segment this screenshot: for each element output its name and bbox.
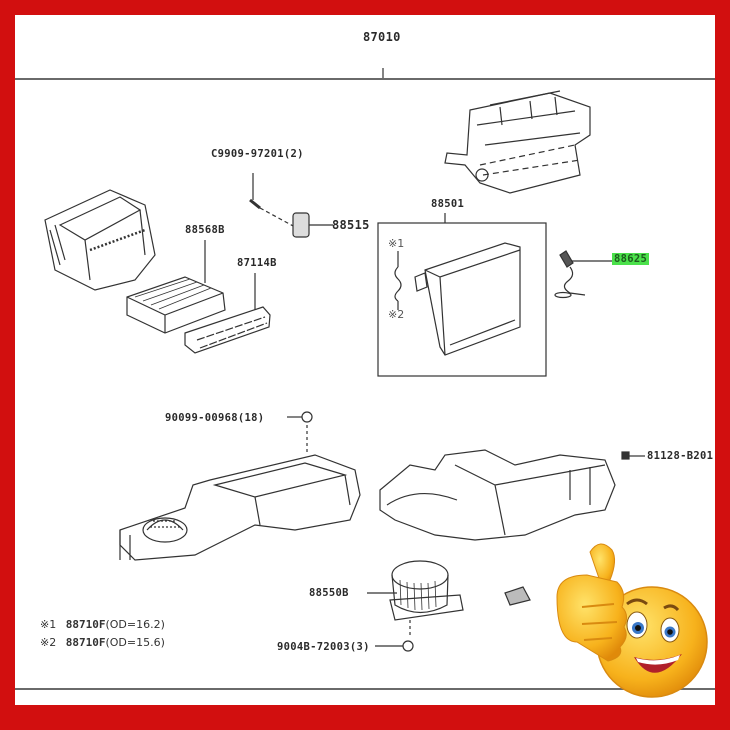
heater-housing-lower-drawing <box>379 449 616 541</box>
blower-housing-lower-drawing <box>119 454 361 561</box>
part-label-screw-top[interactable]: C9909-97201(2) <box>211 148 304 160</box>
part-label-servo[interactable]: 88515 <box>332 218 370 232</box>
part-label-evaporator[interactable]: 88501 <box>431 198 465 210</box>
note-spec: (OD=16.2) <box>105 618 165 631</box>
diagram-artwork <box>44 68 645 652</box>
evaporator-mark-1: ※1 <box>388 237 405 250</box>
note-part[interactable]: 88710F <box>65 618 106 631</box>
note-mark: ※1 <box>40 618 57 631</box>
part-label-thermistor-highlighted[interactable]: 88625 <box>612 253 650 265</box>
part-label-clip[interactable]: 81128-B201 <box>647 450 714 462</box>
note-spec: (OD=15.6) <box>105 636 165 649</box>
heater-case-upper-drawing <box>444 90 591 194</box>
thumbs-up-smiley-icon <box>556 543 708 698</box>
part-label-screw-mid[interactable]: 90099-00968(18) <box>165 412 265 424</box>
assembly-number-label[interactable]: 87010 <box>363 30 401 44</box>
part-label-filter[interactable]: 88568B <box>185 224 225 236</box>
bottom-rule <box>15 688 715 690</box>
part-label-blower-motor[interactable]: 88550B <box>309 587 349 599</box>
evaporator-mark-2: ※2 <box>388 308 405 321</box>
part-label-screw-bottom[interactable]: 9004B-72003(3) <box>277 641 370 653</box>
parts-diagram-panel: 87010 <box>15 15 715 705</box>
note-mark: ※2 <box>40 636 57 649</box>
top-rule <box>15 78 715 80</box>
part-label-filter-cover[interactable]: 87114B <box>237 257 277 269</box>
blower-case-upper-drawing <box>44 189 156 291</box>
note-row-2: ※2 88710F(OD=15.6) <box>40 636 165 649</box>
note-part[interactable]: 88710F <box>65 636 106 649</box>
note-row-1: ※1 88710F(OD=16.2) <box>40 618 165 631</box>
